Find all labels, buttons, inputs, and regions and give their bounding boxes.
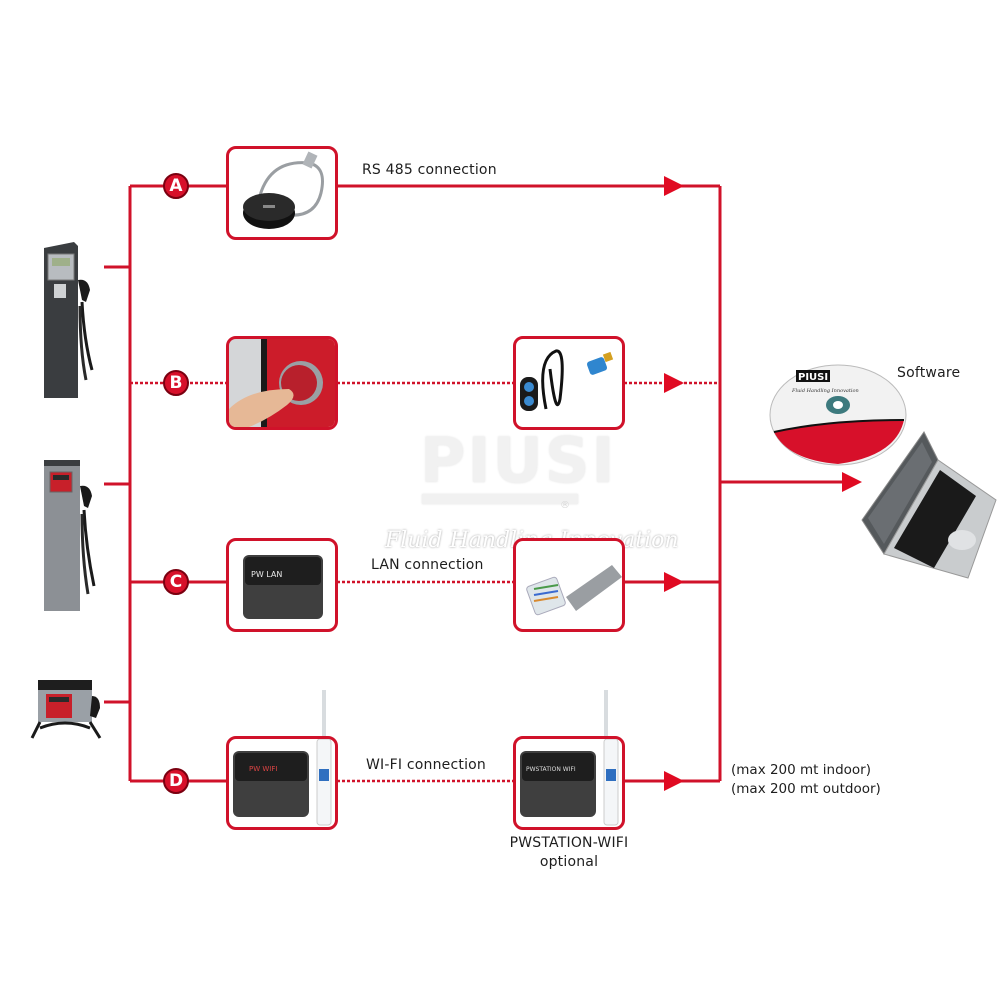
rs485-reader-image <box>243 151 324 229</box>
pw-lan-text: PW LAN <box>251 570 282 579</box>
pw-wifi-text: PW WIFI <box>249 765 277 773</box>
laptop <box>858 430 998 580</box>
pwstation-wifi-text: PWSTATION WIFI <box>526 766 576 773</box>
watermark-registered: ® <box>560 500 570 511</box>
pwstation-caption-line2: optional <box>539 854 599 870</box>
route-d-connection-label: WI-FI connection <box>366 757 486 773</box>
route-b-device-box <box>226 336 338 430</box>
route-b-arrow <box>664 373 684 393</box>
memory-button-image <box>229 339 335 427</box>
route-d-remote-box: PWSTATION WIFI <box>513 736 625 830</box>
distance-note-indoor: (max 200 mt indoor) <box>731 762 871 778</box>
route-d-device-box: PW WIFI <box>226 736 338 830</box>
piusi-watermark: PIUSI <box>420 424 617 504</box>
cd-tagline: Fluid Handling Innovation <box>791 388 859 394</box>
pwstation-caption-line1: PWSTATION-WIFI <box>509 835 629 851</box>
route-b-badge: B <box>163 370 189 396</box>
software-cd: PIUSI Fluid Handling Innovation <box>768 360 918 470</box>
pwstation-wifi-module-image: PWSTATION WIFI <box>520 739 619 826</box>
pw-wifi-module-image: PW WIFI <box>233 739 332 826</box>
route-a-badge: A <box>163 173 189 199</box>
software-label: Software <box>897 365 961 381</box>
dispenser-wall <box>30 678 105 740</box>
route-d-antenna-2 <box>604 690 608 760</box>
route-c-connection-label: LAN connection <box>371 557 484 573</box>
route-c-device-box: PW LAN <box>226 538 338 632</box>
route-a-device-box <box>226 146 338 240</box>
watermark-bar <box>422 494 578 504</box>
route-b-remote-box <box>513 336 625 430</box>
cd-brand: PIUSI <box>798 372 828 383</box>
laptop-arrow <box>842 472 862 492</box>
watermark-logo: PIUSI <box>420 424 617 497</box>
dispenser-dark <box>40 240 105 400</box>
route-d-arrow <box>664 771 684 791</box>
pw-lan-module-image: PW LAN <box>243 555 323 619</box>
route-c-arrow <box>664 572 684 592</box>
distance-note-outdoor: (max 200 mt outdoor) <box>731 781 881 797</box>
route-c-remote-box <box>513 538 625 632</box>
route-a-connection-label: RS 485 connection <box>362 162 497 178</box>
route-d-badge: D <box>163 768 189 794</box>
rj45-cable-image <box>526 565 622 616</box>
route-d-antenna-1 <box>322 690 326 760</box>
key-reader-cable-image <box>520 349 614 411</box>
route-c-badge: C <box>163 569 189 595</box>
dispenser-steel <box>40 458 105 613</box>
route-a-arrow <box>664 176 684 196</box>
